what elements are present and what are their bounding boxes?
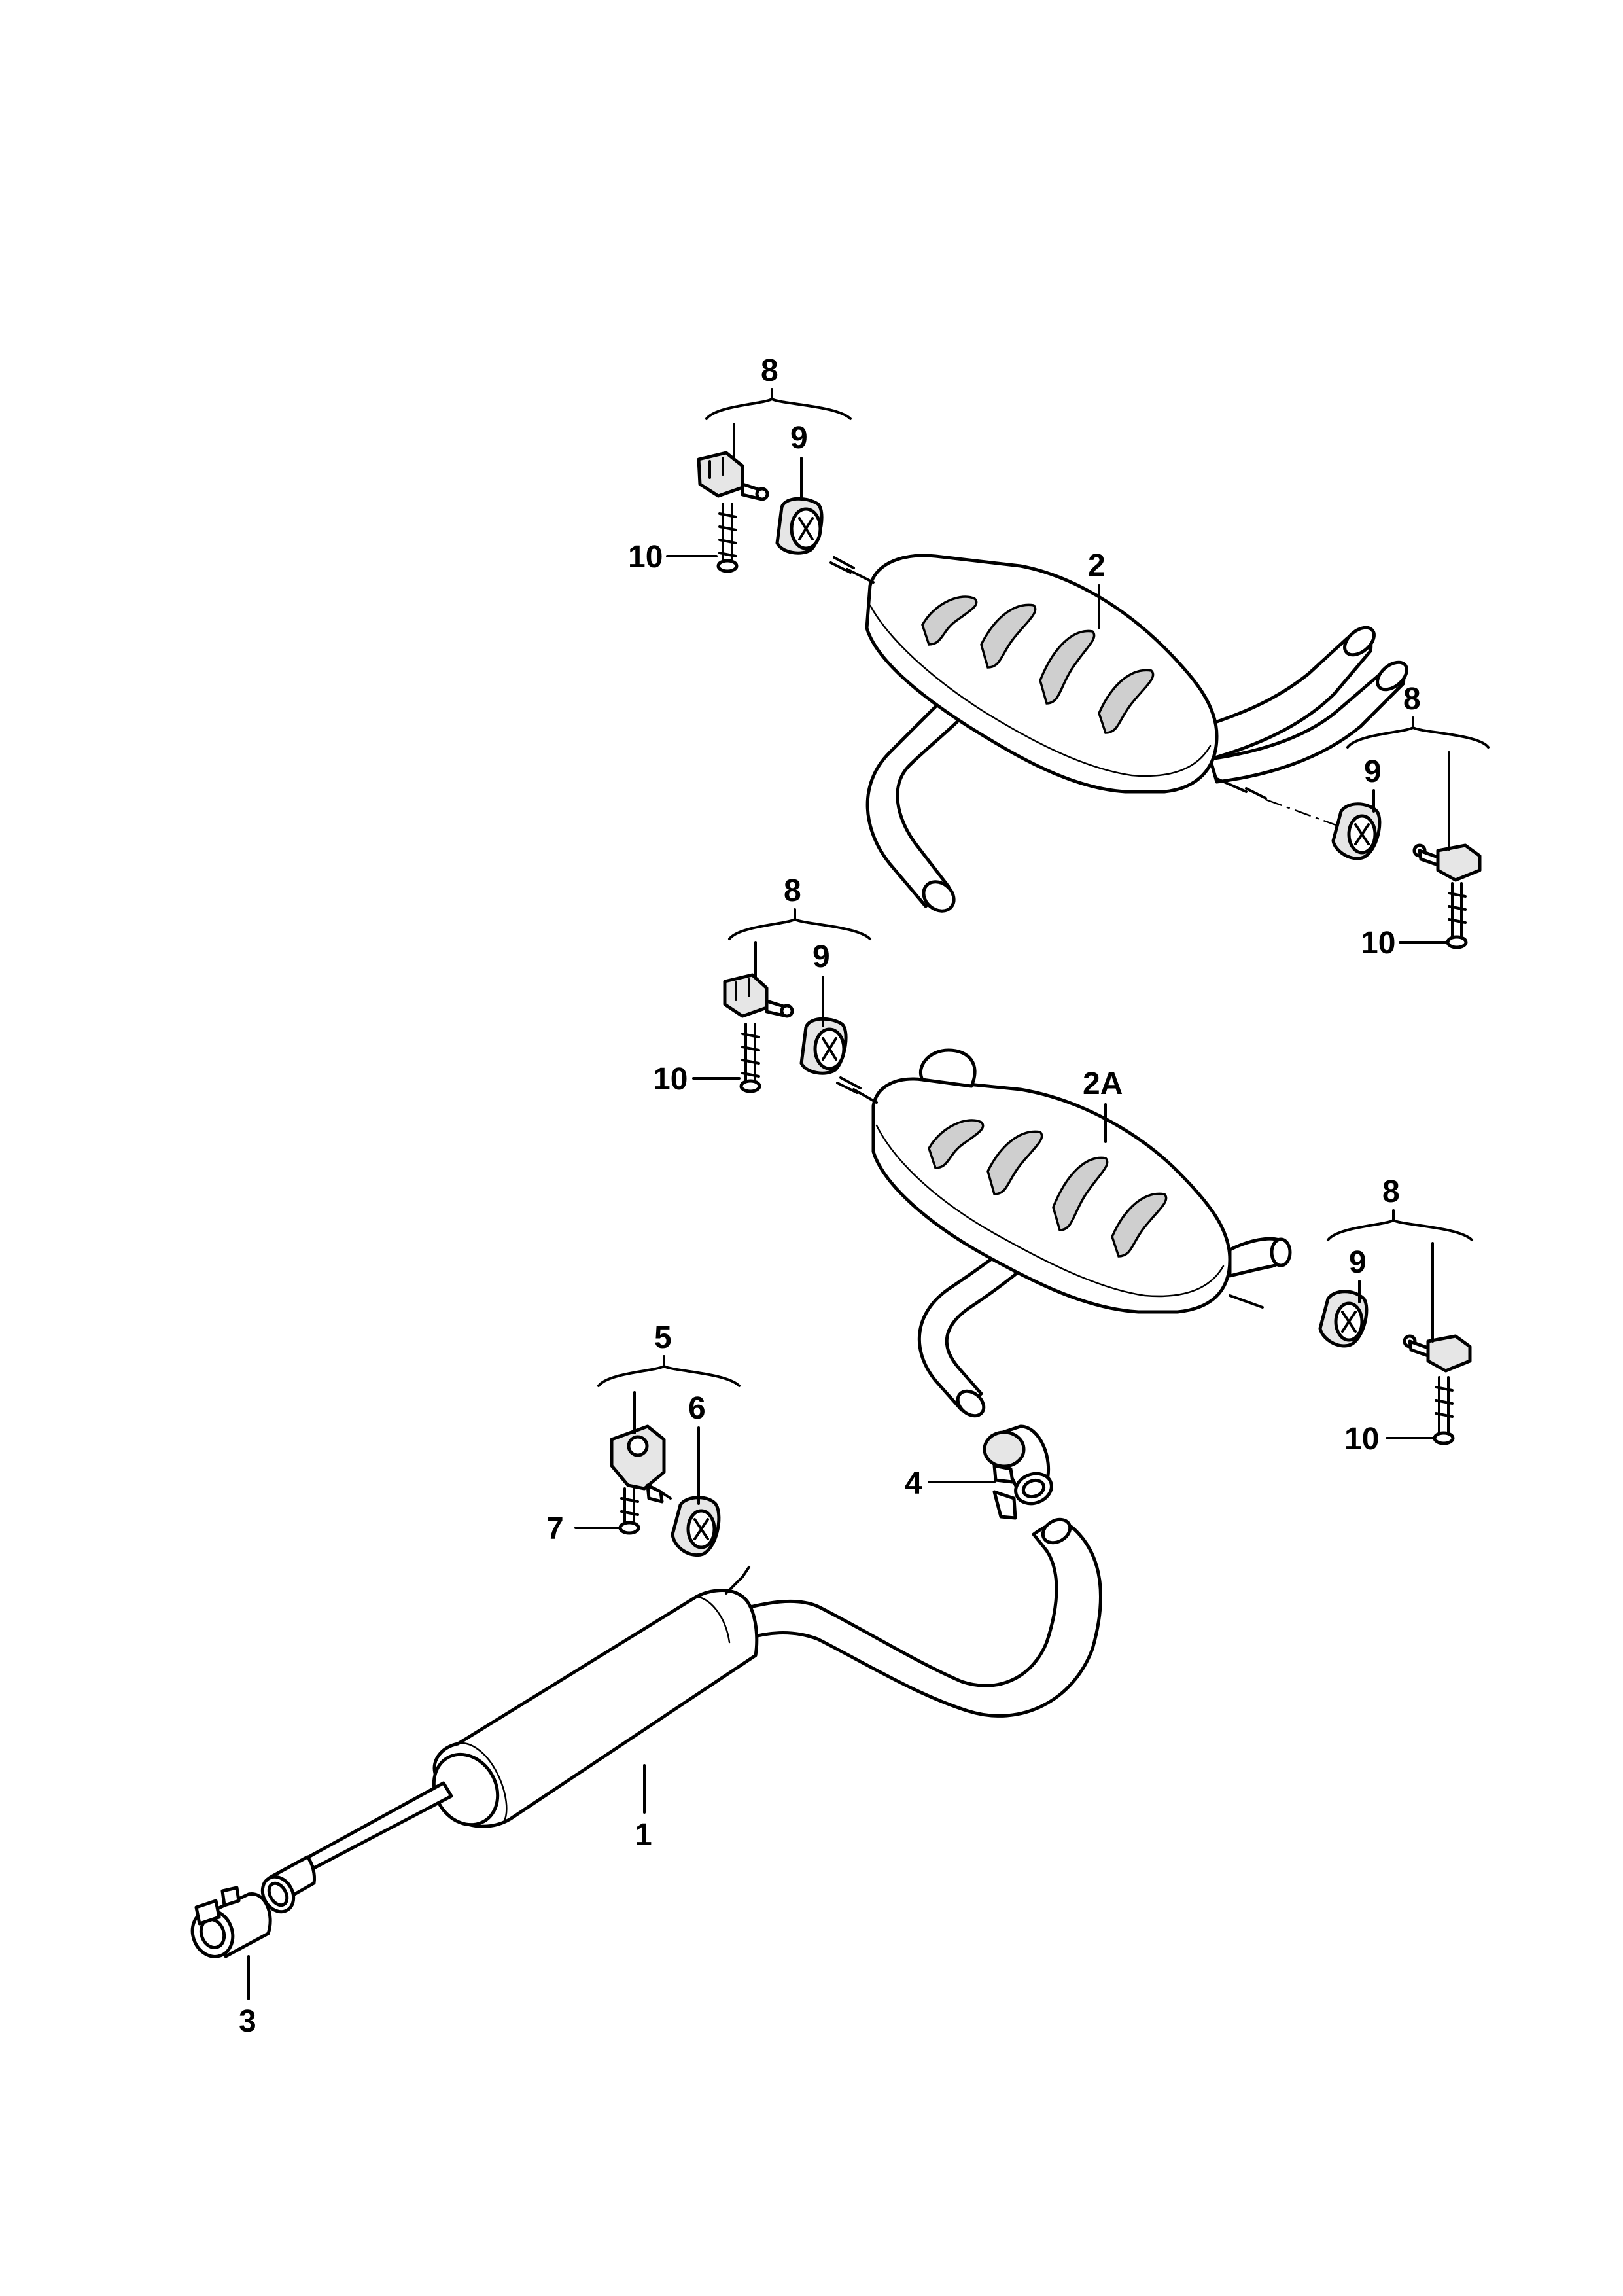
hanger-bracket-8-top-right [1412,843,1482,882]
bracket-5 [610,1424,672,1504]
rubber-mount-9-top-left [775,497,824,555]
callout-7: 7 [546,1511,564,1546]
callout-2: 2 [1088,548,1106,583]
callout-8: 8 [1382,1174,1400,1209]
clamp-3 [190,1886,272,1958]
callout-4: 4 [905,1466,922,1501]
callout-8: 8 [1403,682,1421,716]
callout-6: 6 [688,1391,706,1426]
rubber-mount-9-top-right [1331,802,1382,860]
hanger-bracket-8-mid-left [723,973,794,1018]
callout-labels: 8 9 10 2 8 9 10 8 9 10 2A 8 9 10 5 6 7 4… [239,353,1421,2039]
rubber-mount-6 [671,1496,721,1557]
callout-8: 8 [761,353,778,388]
callout-9: 9 [790,421,808,455]
hanger-bracket-8-mid-right [1403,1334,1472,1373]
rear-silencer-2 [829,554,1408,913]
callout-3: 3 [239,2004,256,2039]
leader-lines [247,388,1490,2000]
bolt-10-mid-left [739,1023,761,1093]
centre-silencer-1 [260,1517,1102,1914]
bolt-10-top-left [716,503,739,573]
callout-5: 5 [654,1320,672,1355]
callout-10: 10 [653,1062,688,1097]
callout-8: 8 [784,874,801,908]
hanger-bracket-8-top-left [697,451,769,501]
callout-10: 10 [1361,926,1395,961]
rear-silencer-2A [836,1048,1292,1418]
clamp-4 [983,1424,1053,1520]
callout-9: 9 [1364,754,1382,789]
callout-10: 10 [628,540,663,574]
callout-9: 9 [812,940,830,974]
callout-10: 10 [1344,1422,1379,1457]
callout-2A: 2A [1083,1067,1123,1101]
bolt-10-top-right [1446,882,1468,949]
rubber-mount-9-mid-right [1318,1290,1369,1348]
callout-9: 9 [1349,1245,1367,1280]
callout-1: 1 [635,1818,652,1852]
bolt-7 [618,1487,640,1535]
bolt-10-mid-right [1433,1376,1455,1445]
